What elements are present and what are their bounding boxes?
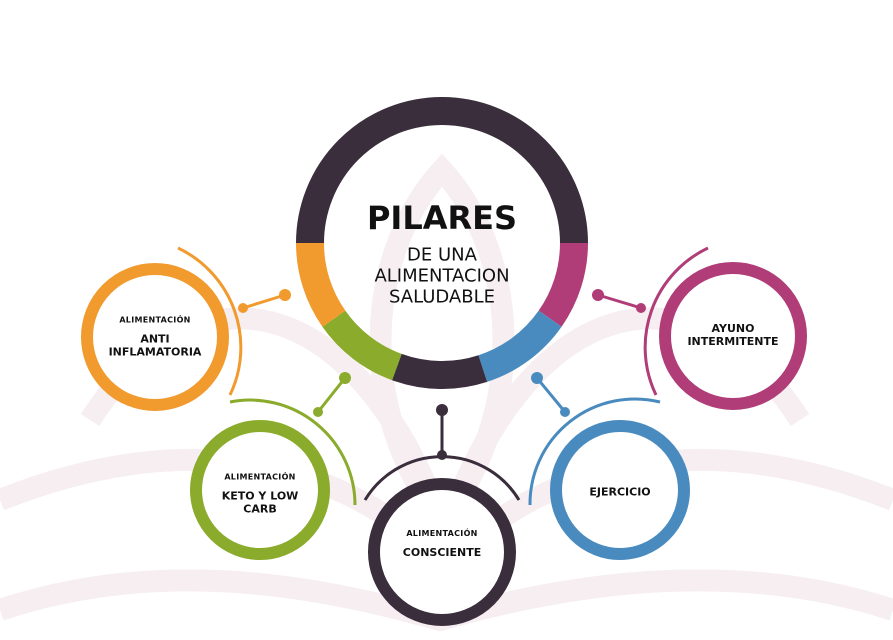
magenta-outer-arc	[643, 246, 709, 396]
pillar-circle-consciente	[368, 478, 516, 626]
label-line1: CONSCIENTE	[402, 546, 482, 559]
ring-segment-top	[296, 97, 588, 244]
label-small: ALIMENTACIÓN	[406, 529, 478, 538]
pillar-label-ejercicio: EJERCICIO	[589, 486, 650, 499]
subtitle-line1: DE UNA	[407, 244, 477, 266]
blue-connector	[535, 377, 567, 413]
label-line1: AYUNO	[711, 322, 755, 335]
pillar-label-anti-inflamatoria: ALIMENTACIÓN ANTI INFLAMATORIA	[109, 316, 202, 359]
ring-segment-blue	[478, 310, 562, 382]
ring-segment-magenta	[538, 242, 588, 327]
pillar-circles	[81, 262, 807, 626]
magenta-connector	[597, 293, 642, 310]
pillar-circle-ayuno	[659, 262, 807, 410]
label-line1: KETO Y LOW	[221, 489, 299, 503]
ring-segment-dark	[392, 353, 488, 389]
green-connector	[316, 377, 347, 413]
label-small: ALIMENTACIÓN	[224, 472, 296, 482]
center-ring	[296, 97, 588, 389]
orange-connector	[242, 293, 286, 310]
label-line1: EJERCICIO	[589, 485, 651, 499]
orange-outer-arc	[177, 246, 243, 396]
pillar-circle-keto	[190, 420, 330, 560]
pillar-label-consciente: ALIMENTACIÓN CONSCIENTE	[403, 529, 481, 559]
label-line2: INFLAMATORIA	[108, 345, 202, 359]
pillar-label-ayuno: AYUNO INTERMITENTE	[687, 322, 778, 348]
label-line2: CARB	[243, 502, 277, 516]
label-line1: ANTI	[140, 332, 170, 346]
title-subtitle: DE UNA ALIMENTACION SALUDABLE	[374, 245, 509, 308]
blue-outer-arc	[528, 397, 661, 506]
connectors	[177, 246, 709, 506]
pillar-circle-ejercicio	[550, 420, 690, 560]
subtitle-line3: SALUDABLE	[389, 286, 495, 308]
pillar-circle-anti-inflamatoria	[81, 263, 229, 411]
orange-dot	[279, 289, 291, 301]
label-line2: INTERMITENTE	[687, 335, 779, 348]
ring-segment-green	[322, 310, 403, 381]
ring-segment-orange	[296, 242, 346, 327]
green-outer-arc	[229, 398, 357, 506]
title-main: PILARES	[366, 199, 518, 237]
pillar-label-keto: ALIMENTACIÓN KETO Y LOW CARB	[222, 473, 299, 516]
label-small: ALIMENTACIÓN	[119, 315, 191, 325]
subtitle-line2: ALIMENTACION	[374, 265, 510, 287]
